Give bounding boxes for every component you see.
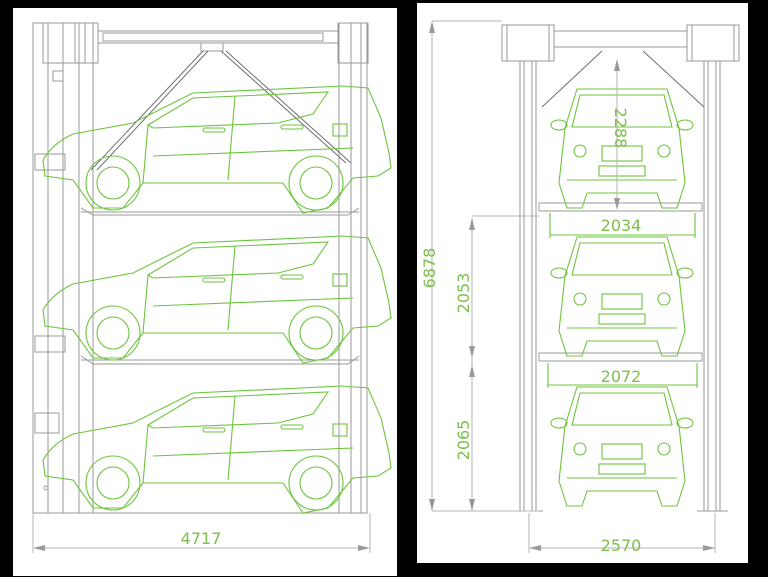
front-elevation-panel: 6878 2288 2034 2053 2072 2065 2570 bbox=[417, 3, 748, 563]
side-elevation-drawing: 4717 bbox=[32, 22, 392, 553]
right-column bbox=[337, 22, 369, 514]
top-clearance-label: 2288 bbox=[611, 108, 630, 149]
front-top-beam bbox=[553, 30, 688, 48]
upper-platform-width-label: 2034 bbox=[601, 216, 642, 235]
car-side-top bbox=[42, 85, 392, 214]
front-elevation-drawing: 6878 2288 2034 2053 2072 2065 2570 bbox=[420, 20, 740, 555]
front-columns bbox=[501, 24, 740, 512]
overall-length-label: 4717 bbox=[181, 529, 222, 548]
side-elevation-panel: 4717 bbox=[13, 8, 397, 576]
overall-width-label: 2570 bbox=[601, 536, 642, 555]
middle-level-height-label: 2053 bbox=[454, 273, 473, 314]
car-front-top bbox=[550, 88, 694, 209]
lower-platform-width-label: 2072 bbox=[601, 367, 642, 386]
front-dimensions bbox=[429, 20, 716, 553]
car-front-middle bbox=[550, 236, 694, 357]
left-column bbox=[32, 22, 99, 514]
car-front-bottom bbox=[550, 386, 694, 507]
length-dimension bbox=[32, 513, 371, 553]
bottom-level-height-label: 2065 bbox=[454, 420, 473, 461]
overall-height-label: 6878 bbox=[420, 248, 439, 289]
